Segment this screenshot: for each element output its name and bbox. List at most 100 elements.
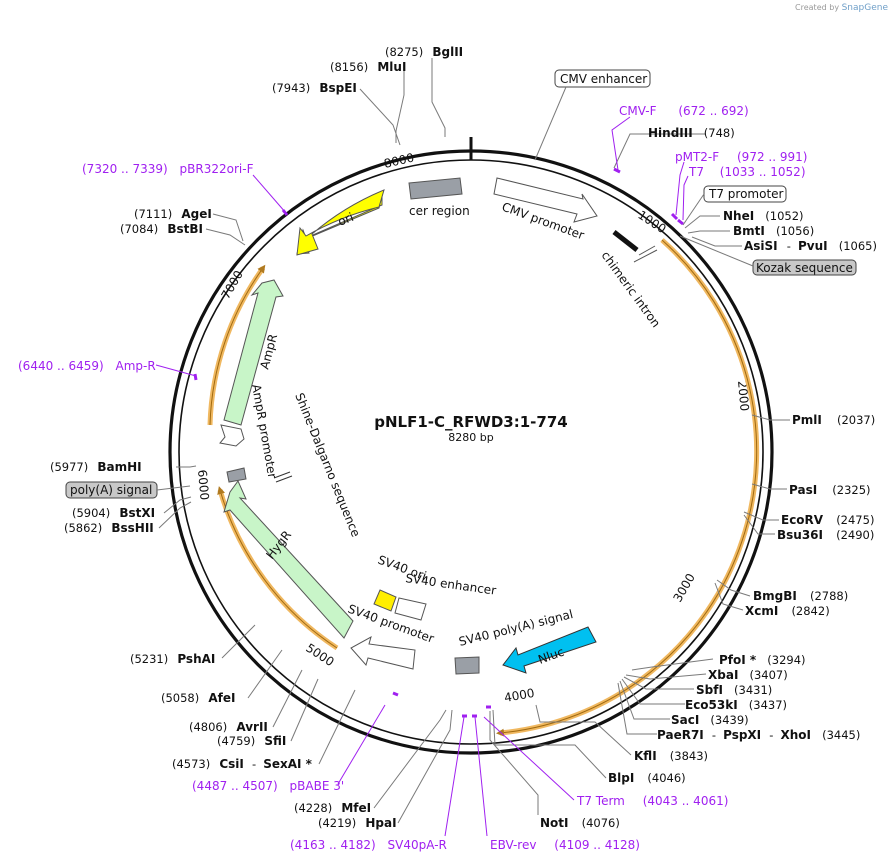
primer-sv40pa-r-range: (4163 .. 4182) [290, 838, 376, 852]
svg-text:(8156) MluI: (8156) MluI [330, 56, 406, 75]
svg-text:NotI (4076): NotI (4076) [540, 812, 620, 831]
site-asisi-sep: - [787, 239, 791, 253]
site-pasi: PasI [789, 483, 817, 497]
hygr-arrow [223, 480, 354, 639]
site-kfli-pos: (3843) [670, 749, 708, 763]
site-bstbi-pos: (7084) [120, 222, 158, 236]
svg-text:SbfI (3431): SbfI (3431) [696, 679, 772, 698]
snapgene-credit: Created by SnapGene [795, 3, 888, 13]
svg-text:BmtI (1056): BmtI (1056) [733, 220, 814, 239]
site-mlui-pos: (8156) [330, 60, 368, 74]
site-mfei: MfeI [341, 801, 371, 815]
site-xbai-pos: (3407) [750, 668, 788, 682]
site-bamhi: BamHI [97, 460, 141, 474]
site-bmti: BmtI [733, 224, 765, 238]
svg-text:(4487 .. 4507) pBABE 3': (4487 .. 4507) pBABE 3' [192, 779, 344, 793]
svg-text:pMT2-F (972 .. 991): pMT2-F (972 .. 991) [675, 150, 807, 164]
site-pvui-pos: (1065) [839, 239, 877, 253]
primer-pbabe-3-range: (4487 .. 4507) [192, 779, 278, 793]
site-pspxi-sep: - [769, 728, 773, 742]
site-pshai-pos: (5231) [130, 652, 168, 666]
svg-text:(4219) HpaI: (4219) HpaI [318, 812, 397, 831]
site-pvui: PvuI [798, 239, 828, 253]
svg-text:T7 Term (4043 .. 4061): T7 Term (4043 .. 4061) [576, 794, 728, 808]
ampr-orf-line [209, 264, 266, 426]
plasmid-name: pNLF1-C_RFWD3:1-774 [374, 413, 567, 431]
tick-4000: 4000 [503, 686, 536, 705]
site-kfli: KflI [634, 749, 657, 763]
svg-text:(5862) BssHII: (5862) BssHII [64, 517, 154, 536]
primer-pbr322ori-f: pBR322ori-F [180, 162, 254, 176]
box-kozak-sequence: Kozak sequence [679, 235, 857, 276]
site-pasi-pos: (2325) [832, 483, 870, 497]
site-eco53ki: Eco53kI [685, 698, 738, 712]
site-avrii: AvrII [236, 720, 268, 734]
primer-t7-range: (1033 .. 1052) [720, 165, 806, 179]
svg-text:BlpI (4046): BlpI (4046) [608, 767, 686, 786]
primer-pmt2-f-range: (972 .. 991) [737, 150, 807, 164]
svg-text:(7320 .. 7339) pBR322ori-F: (7320 .. 7339) pBR322ori-F [82, 162, 254, 176]
site-blpi: BlpI [608, 771, 634, 785]
svg-text:PasI (2325): PasI (2325) [789, 479, 871, 498]
primer-sv40pa-r: SV40pA-R [388, 838, 447, 852]
site-agei: AgeI [181, 207, 211, 221]
hygr-orf-line [217, 486, 338, 649]
tick-8000: 8000 [383, 150, 416, 171]
box-t7-promoter: T7 promoter [682, 185, 787, 226]
box-polya-signal: poly(A) signal [65, 481, 191, 499]
svg-text:Eco53kI (3437): Eco53kI (3437) [685, 694, 787, 713]
primer-cmv-f: CMV-F [619, 104, 657, 118]
cer-region-bar [408, 177, 463, 200]
ori-arrow-fill [296, 189, 385, 256]
site-blpi-pos: (4046) [647, 771, 685, 785]
svg-text:CMV-F (672 .. 692): CMV-F (672 .. 692) [619, 104, 749, 118]
site-bmgbi: BmgBI [753, 589, 797, 603]
site-bstxi-pos: (5904) [72, 506, 110, 520]
site-noti: NotI [540, 816, 569, 830]
svg-text:SacI (3439): SacI (3439) [671, 709, 749, 728]
site-xcmi: XcmI [745, 604, 778, 618]
svg-text:Bsu36I (2490): Bsu36I (2490) [777, 524, 874, 543]
svg-text:(8275) BglII: (8275) BglII [385, 41, 463, 60]
primer-ebv-rev: EBV-rev [490, 838, 536, 852]
primer-t7-term: T7 Term [576, 794, 625, 808]
site-hindiii-pos: (748) [704, 126, 735, 140]
primer-t7-term-range: (4043 .. 4061) [643, 794, 729, 808]
label-polya-signal: poly(A) signal [70, 483, 152, 497]
credit-prefix: Created by [795, 3, 840, 12]
site-bspei-pos: (7943) [272, 81, 310, 95]
svg-text:(4759) SfiI: (4759) SfiI [217, 730, 286, 749]
orf-arc-line [496, 239, 758, 737]
primer-pmt2-f: pMT2-F [675, 150, 719, 164]
site-sfii: SfiI [264, 734, 286, 748]
site-xhoi-pos: (3445) [822, 728, 860, 742]
primer-amp-r-range: (6440 .. 6459) [18, 359, 104, 373]
label-t7-promoter: T7 promoter [708, 187, 784, 201]
sv40-promoter-arrow [350, 635, 416, 670]
site-sbfi-pos: (3431) [734, 683, 772, 697]
site-sbfi: SbfI [696, 683, 723, 697]
label-cmv-enhancer: CMV enhancer [560, 72, 647, 86]
site-pmli: PmlI [792, 413, 822, 427]
site-avrii-pos: (4806) [189, 720, 227, 734]
site-ecorv: EcoRV [781, 513, 824, 527]
ampr-arrow [223, 279, 284, 426]
sv40-enhancer-block [394, 597, 427, 621]
site-agei-pos: (7111) [134, 207, 172, 221]
nluc-arrow [502, 626, 597, 674]
plasmid-size: 8280 bp [448, 431, 493, 444]
site-pspxi: PspXI [723, 728, 761, 742]
site-ecorv-pos: (2475) [836, 513, 874, 527]
svg-text:(4806) AvrII: (4806) AvrII [189, 716, 268, 735]
svg-text:(4228) MfeI: (4228) MfeI [294, 797, 371, 816]
svg-text:(5058) AfeI: (5058) AfeI [161, 687, 235, 706]
site-afei: AfeI [208, 691, 235, 705]
site-pshai: PshAI [177, 652, 215, 666]
sv40-polya-block [454, 656, 480, 675]
site-paer7i-sep: - [712, 728, 716, 742]
label-sv40-enhancer: SV40 enhancer [405, 571, 498, 598]
site-bstbi: BstBI [167, 222, 203, 236]
site-csii: CsiI [219, 757, 244, 771]
svg-text:(6440 .. 6459) Amp-R: (6440 .. 6459) Amp-R [18, 359, 156, 373]
snapgene-logo-label: SnapGene [841, 3, 888, 13]
